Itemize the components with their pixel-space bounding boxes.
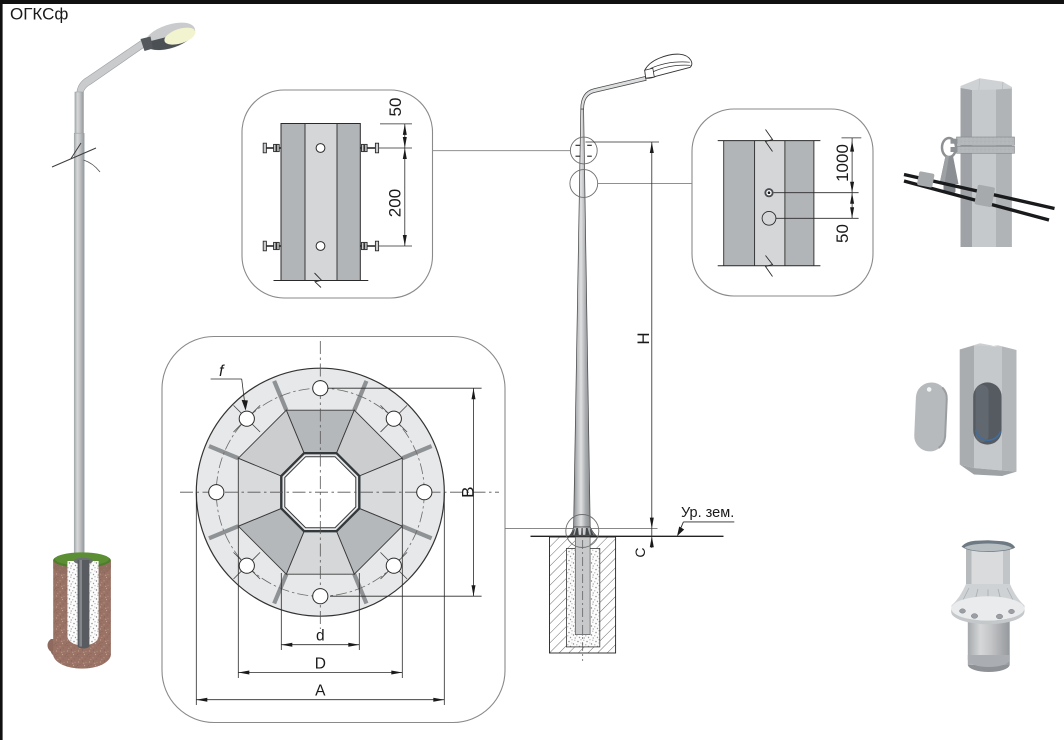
- svg-text:B: B: [458, 487, 477, 498]
- svg-text:200: 200: [385, 189, 404, 217]
- svg-text:f: f: [219, 363, 225, 380]
- svg-text:Ур. зем.: Ур. зем.: [681, 505, 734, 521]
- svg-text:d: d: [316, 628, 325, 645]
- svg-text:D: D: [315, 656, 326, 673]
- svg-text:H: H: [634, 332, 653, 344]
- svg-text:ОГКСф: ОГКСф: [10, 5, 68, 24]
- svg-text:A: A: [315, 683, 326, 700]
- svg-text:1000: 1000: [833, 144, 852, 182]
- svg-text:C: C: [632, 547, 648, 557]
- svg-text:50: 50: [833, 224, 852, 243]
- svg-text:50: 50: [386, 98, 405, 117]
